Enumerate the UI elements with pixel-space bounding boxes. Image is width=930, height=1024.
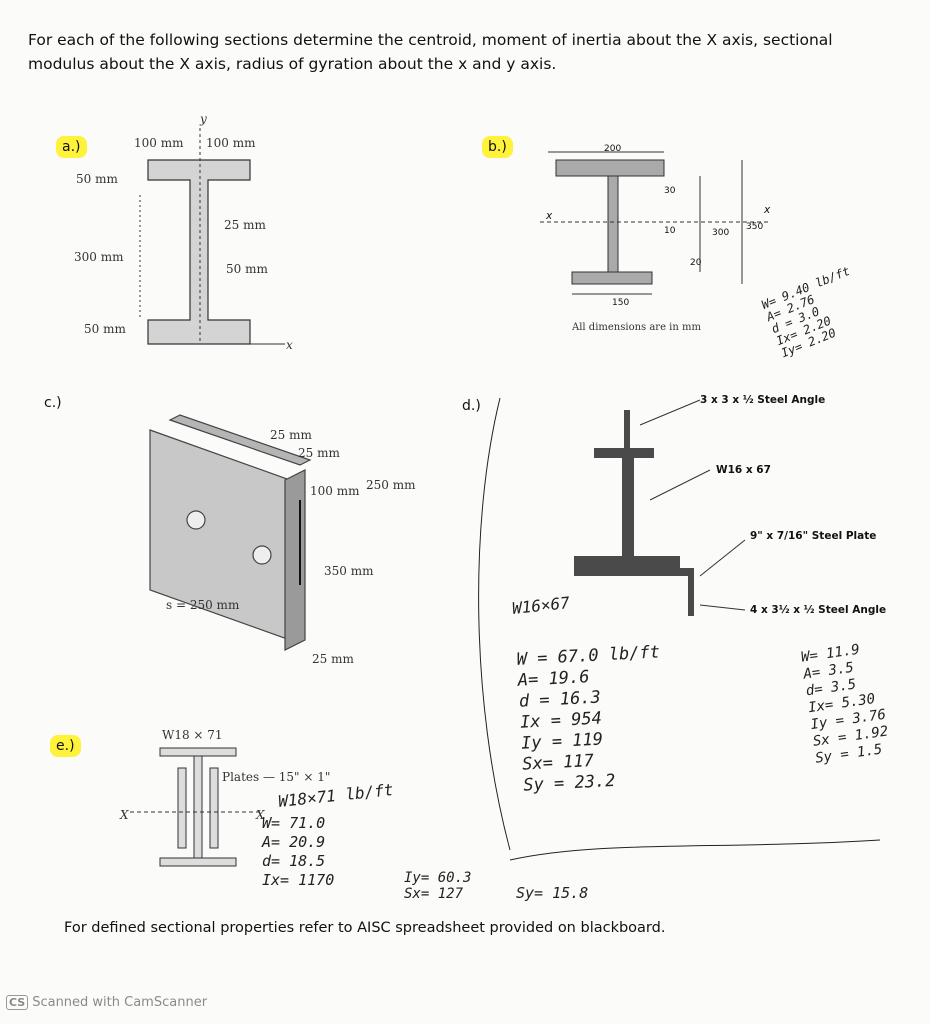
a-y-axis: y (200, 112, 207, 126)
a-w-right: 100 mm (206, 136, 256, 150)
a-h-bot: 50 mm (84, 322, 126, 336)
a-h-web: 300 mm (74, 250, 124, 264)
c-d5: 350 mm (324, 564, 374, 578)
b-t-top: 30 (664, 186, 676, 196)
c-d2: 25 mm (298, 446, 340, 460)
b-top: 200 (604, 144, 622, 154)
a-t-web-half: 25 mm (224, 218, 266, 232)
a-x-axis: x (286, 338, 293, 352)
e-w: W18 × 71 (162, 728, 223, 742)
e-notes: W= 71.0 A= 20.9 d= 18.5 Ix= 1170 (262, 814, 335, 889)
label-c: c.) (44, 395, 62, 411)
a-h-top: 50 mm (76, 172, 118, 186)
d-notes-right: W= 11.9 A= 3.5 d= 3.5 Ix= 5.30 Iy = 3.76… (800, 641, 890, 767)
c-d6: 25 mm (312, 652, 354, 666)
e-notes-3: Sy= 15.8 (516, 884, 589, 902)
b-note: All dimensions are in mm (572, 322, 701, 333)
problem-statement: For each of the following sections deter… (28, 31, 833, 73)
b-bottom: 150 (612, 298, 630, 308)
d-plate: 9" x 7/16" Steel Plate (750, 530, 877, 542)
c-d1: 25 mm (270, 428, 312, 442)
d-angle-top: 3 x 3 x ½ Steel Angle (700, 394, 826, 406)
b-total: 350 (746, 222, 764, 232)
e-plates: Plates — 15" × 1" (222, 770, 331, 784)
d-angle-bot: 4 x 3½ x ½ Steel Angle (750, 604, 887, 616)
c-d4: 250 mm (366, 478, 416, 492)
section-c-shape (149, 414, 312, 651)
d-notes-mid: W = 67.0 lb/ft A= 19.6 d = 16.3 Ix = 954… (516, 642, 661, 796)
e-x-left: X (120, 808, 129, 822)
footer-note: For defined sectional properties refer t… (64, 920, 666, 936)
section-b-shape (555, 159, 665, 285)
section-d-shape (574, 410, 694, 616)
b-x-left: x (546, 210, 553, 222)
c-d3: 100 mm (310, 484, 360, 498)
b-web: 10 (664, 226, 676, 236)
section-e-shape (159, 747, 237, 867)
label-a: a.) (56, 136, 87, 158)
b-depth: 300 (712, 228, 730, 238)
b-x-right: x (764, 204, 771, 216)
label-b: b.) (482, 136, 513, 158)
e-x-right: X (256, 808, 265, 822)
label-d: d.) (462, 398, 481, 414)
a-t-web: 50 mm (226, 262, 268, 276)
b-t-bot: 20 (690, 258, 702, 268)
label-e: e.) (50, 735, 81, 757)
d-w: W16 x 67 (716, 464, 771, 476)
section-a-shape (147, 159, 251, 345)
c-s: s = 250 mm (166, 598, 240, 612)
camscanner-logo-icon: CS (6, 995, 29, 1010)
e-notes-2: Iy= 60.3 Sx= 127 (404, 870, 472, 902)
a-w-left: 100 mm (134, 136, 184, 150)
